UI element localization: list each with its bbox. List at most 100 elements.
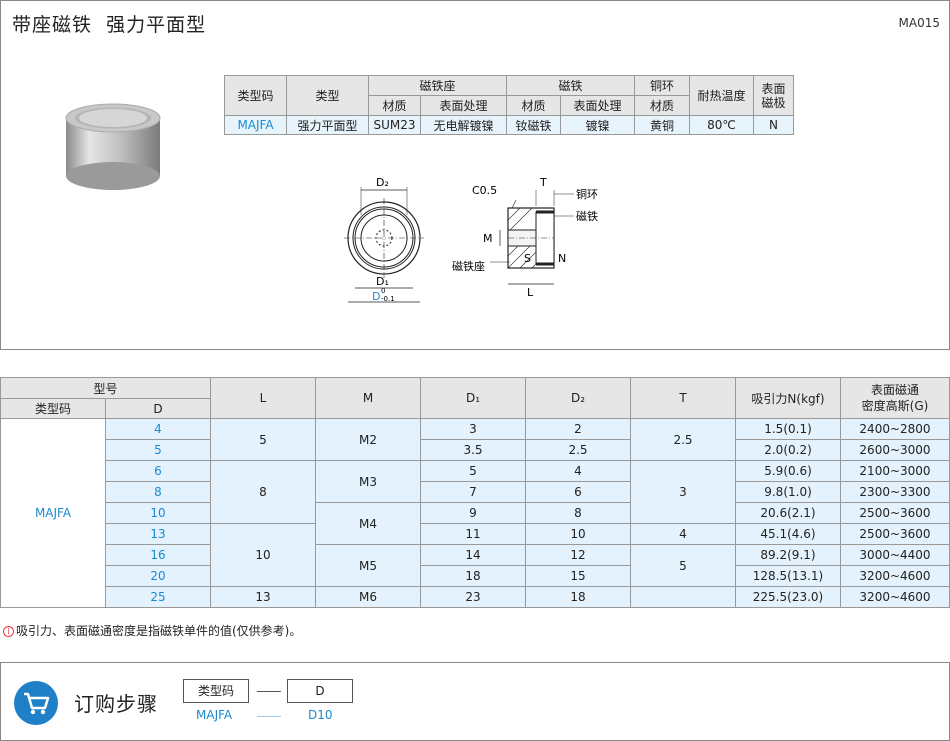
label-d2: D₂ (376, 176, 389, 189)
dim-d: 20 (105, 565, 211, 587)
dim-force: 20.6(2.1) (735, 502, 841, 524)
technical-drawing: D₂ D₁ D 0 -0.1 C0.5 T 铜环 磁铁 M S N 磁铁座 L (344, 176, 598, 303)
spec-header-pole: 表面 磁极 (753, 75, 794, 116)
dim-t: 5 (630, 544, 736, 587)
spec-header-type: 类型 (286, 75, 369, 116)
dim-d1: 23 (420, 586, 526, 608)
dim-l: 13 (210, 586, 316, 608)
dim-force: 1.5(0.1) (735, 418, 841, 440)
spec-ring-material: 黄铜 (634, 115, 690, 135)
dim-d1: 5 (420, 460, 526, 482)
dim-force: 5.9(0.6) (735, 460, 841, 482)
label-d: D (372, 290, 380, 303)
dim-header-t: T (630, 377, 736, 419)
dim-d: 13 (105, 523, 211, 545)
dim-d1: 7 (420, 481, 526, 503)
dim-density: 3200~4600 (840, 586, 950, 608)
spec-pole: N (753, 115, 794, 135)
dim-d: 4 (105, 418, 211, 440)
label-seat: 磁铁座 (452, 259, 485, 273)
footnote-text: 吸引力、表面磁通密度是指磁铁单件的值(仅供参考)。 (16, 624, 302, 638)
dim-d2: 4 (525, 460, 631, 482)
dim-d: 16 (105, 544, 211, 566)
order-box-d: D (287, 679, 353, 703)
label-tol-bottom: -0.1 (381, 295, 395, 303)
dim-force: 225.5(23.0) (735, 586, 841, 608)
dim-density: 2500~3600 (840, 523, 950, 545)
spec-header-surface: 表面处理 (560, 95, 635, 116)
dim-header-d: D (105, 398, 211, 419)
dim-l: 5 (210, 418, 316, 461)
label-l: L (527, 286, 534, 299)
dim-t: 4 (630, 523, 736, 545)
dim-t: 3 (630, 460, 736, 524)
dim-m: M2 (315, 418, 421, 461)
spec-magnet-surface: 镀镍 (560, 115, 635, 135)
dim-l: 10 (210, 523, 316, 587)
dim-m: M3 (315, 460, 421, 503)
order-title: 订购步骤 (74, 692, 158, 716)
dim-d2: 2.5 (525, 439, 631, 461)
dim-d1: 3 (420, 418, 526, 440)
label-d1: D₁ (376, 275, 389, 288)
label-t: T (539, 176, 547, 189)
spec-header-magnet: 磁铁 (506, 75, 635, 96)
dim-header-d1: D₁ (420, 377, 526, 419)
dimension-table: 型号 L M D₁ D₂ T 吸引力N(kgf) 表面磁通 密度高斯(G) 类型… (0, 377, 950, 608)
dim-force: 9.8(1.0) (735, 481, 841, 503)
product-photo (65, 103, 161, 190)
dim-header-force: 吸引力N(kgf) (735, 377, 841, 419)
spec-type: 强力平面型 (286, 115, 369, 135)
dim-density: 2600~3000 (840, 439, 950, 461)
dim-force: 128.5(13.1) (735, 565, 841, 587)
dim-d: 8 (105, 481, 211, 503)
spec-header-material: 材质 (634, 95, 690, 116)
spec-header-code: 类型码 (224, 75, 287, 116)
dim-d2: 10 (525, 523, 631, 545)
dim-header-model: 型号 (0, 377, 211, 399)
label-s: S (524, 252, 531, 265)
dim-t (630, 586, 736, 608)
order-example-d: D10 (308, 708, 333, 722)
dim-d2: 2 (525, 418, 631, 440)
label-ring: 铜环 (576, 187, 598, 201)
front-view (344, 187, 424, 303)
dim-d2: 15 (525, 565, 631, 587)
dim-header-code: 类型码 (0, 398, 106, 419)
spec-seat-material: SUM23 (368, 115, 421, 135)
dim-d2: 18 (525, 586, 631, 608)
dim-header-m: M (315, 377, 421, 419)
spec-header-surface: 表面处理 (420, 95, 507, 116)
cart-icon (14, 681, 58, 725)
dim-density: 2500~3600 (840, 502, 950, 524)
dim-density: 3000~4400 (840, 544, 950, 566)
spec-code: MAJFA (224, 115, 287, 135)
dim-m: M4 (315, 502, 421, 545)
dim-m: M6 (315, 586, 421, 608)
dim-d2: 8 (525, 502, 631, 524)
dim-density: 2300~3300 (840, 481, 950, 503)
dim-d2: 12 (525, 544, 631, 566)
dim-d: 10 (105, 502, 211, 524)
product-code: MA015 (898, 16, 940, 30)
dim-density: 3200~4600 (840, 565, 950, 587)
dim-l: 8 (210, 460, 316, 524)
spec-seat-surface: 无电解镀镍 (420, 115, 507, 135)
order-box-code: 类型码 (183, 679, 249, 703)
spec-temp: 80℃ (689, 115, 754, 135)
page-title: 带座磁铁 强力平面型 (12, 14, 207, 36)
dim-header-d2: D₂ (525, 377, 631, 419)
label-c05: C0.5 (472, 184, 497, 197)
order-example-connector (257, 716, 281, 717)
label-n: N (558, 252, 566, 265)
dim-code: MAJFA (0, 418, 106, 608)
order-example-code: MAJFA (196, 708, 233, 722)
dim-d: 25 (105, 586, 211, 608)
dim-d1: 3.5 (420, 439, 526, 461)
dim-d1: 18 (420, 565, 526, 587)
dim-d1: 14 (420, 544, 526, 566)
section-view (490, 190, 574, 285)
spec-header-temp: 耐热温度 (689, 75, 754, 116)
spec-header-seat: 磁铁座 (368, 75, 507, 96)
order-connector (257, 691, 281, 692)
